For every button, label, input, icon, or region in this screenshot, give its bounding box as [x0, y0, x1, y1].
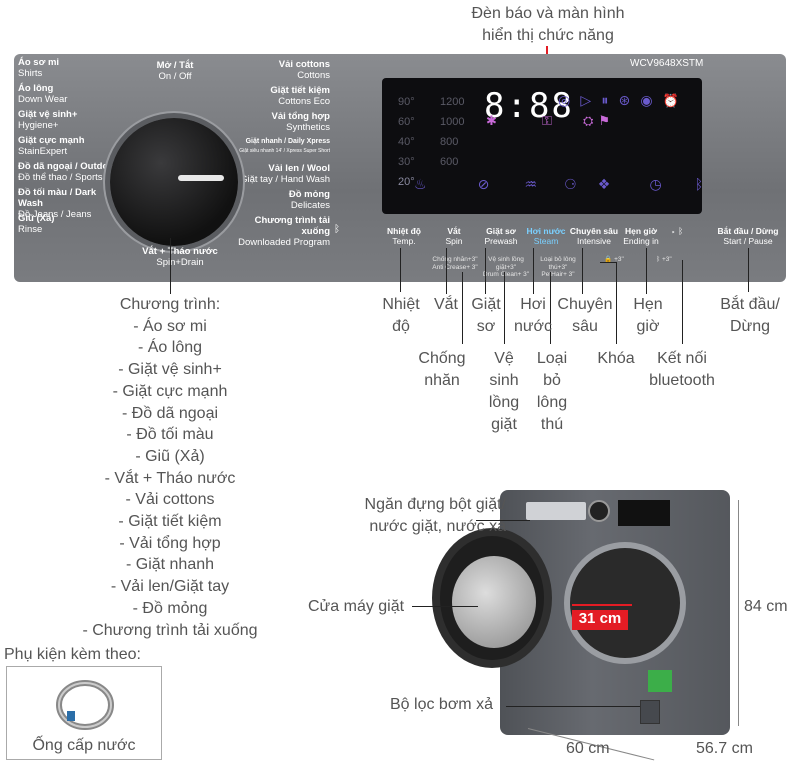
callout-start: Bắt đầu/ Dừng — [720, 296, 780, 335]
display-icons-mid: ✱ ⚿ ⛭ ⚑ — [486, 110, 610, 129]
pointer-bluetooth — [682, 260, 683, 344]
callout-drumclean: Vệ sinh lồng giặt — [488, 350, 520, 433]
wash-icon: ♒ — [524, 177, 538, 193]
pointer-programs — [170, 238, 171, 294]
pointer-start — [748, 248, 749, 292]
energy-label — [648, 670, 672, 692]
width-label: 60 cm — [566, 740, 610, 757]
height-label: 84 cm — [744, 598, 788, 615]
display-icons-top: ◎ ▷ ⏸ ⊛ ◉ ⏰ — [558, 90, 679, 109]
steam-icon: ◎ — [558, 93, 571, 109]
bluetooth-button[interactable]: ▸ ᛒ — [670, 226, 684, 236]
drop-icon: ✱ — [486, 114, 497, 129]
pointer-door — [412, 606, 478, 607]
height-dimension-line — [738, 500, 739, 726]
program-list: Chương trình: - Áo sơ mi- Áo lông- Giặt … — [60, 294, 280, 641]
pointer-temp — [400, 248, 401, 292]
bluetooth-icon: ᛒ — [334, 224, 340, 235]
callout-intensive: Chuyên sâu — [557, 296, 613, 335]
drum-icon: ⊛ — [618, 93, 631, 109]
temperature-scale: 90°60°40°30°20° — [398, 96, 415, 188]
run-icon: ⚑ — [598, 114, 611, 129]
pointer-prewash — [485, 248, 486, 294]
door-glass — [452, 556, 536, 648]
callout-prewash: Giặt sơ — [471, 296, 501, 335]
display-icons-bottom: ♨ ⊘ ♒ ⚆ ❖ ◷ ᛒ — [414, 174, 703, 193]
lock-icon: ⚿ — [542, 114, 552, 129]
detergent-drawer — [526, 502, 586, 520]
model-number: WCV9648XSTM — [630, 58, 704, 69]
play-icon: ▷ — [580, 93, 592, 109]
label-filter: Bộ lọc bơm xả — [390, 696, 493, 713]
accessory-name: Ống cấp nước — [32, 737, 136, 754]
pointer-filter — [506, 706, 640, 707]
program-list-title: Chương trình: — [119, 296, 221, 313]
shirt-icon: ♨ — [414, 177, 427, 193]
callout-ending: Hẹn giờ — [633, 296, 663, 335]
tshirt-icon: ⛭ — [583, 114, 594, 129]
pointer-intensive — [582, 248, 583, 294]
lock-sub-icon: 🔒 +3" — [604, 256, 624, 263]
callout-bluetooth: Kết nối bluetooth — [649, 350, 715, 389]
pointer-lock-h — [600, 262, 616, 263]
program-dial-indicator — [178, 175, 224, 181]
callout-lock: Khóa — [597, 350, 635, 367]
accessories-title: Phụ kiện kèm theo: — [4, 646, 141, 663]
label-door: Cửa máy giặt — [308, 598, 405, 615]
pointer-pethair — [550, 272, 551, 344]
bluetooth-display-icon: ᛒ — [694, 177, 704, 193]
door-size-badge: 31 cm — [572, 610, 628, 630]
door-size-arrow — [572, 604, 632, 606]
label-drawer: Ngăn đựng bột giặt/nước giặt, nước xả — [364, 496, 506, 535]
display-caption: Đèn báo và màn hình hiển thị chức năng — [471, 5, 625, 44]
spiral-icon: ◉ — [640, 93, 653, 109]
pointer-drumclean — [504, 272, 505, 344]
pointer-lock — [616, 262, 617, 344]
alarm-icon: ⏰ — [662, 94, 679, 109]
drum-opening — [564, 542, 686, 664]
clock-icon: ◷ — [649, 177, 662, 193]
clothes-icon: ❖ — [597, 177, 611, 193]
bluetooth-sub-icon: ᛒ +3" — [656, 256, 672, 263]
mini-display — [618, 500, 670, 526]
callout-spin: Vắt — [433, 296, 458, 313]
pointer-steam — [533, 248, 534, 294]
pointer-drawer — [476, 520, 530, 521]
callout-temp: Nhiệt độ — [382, 296, 420, 335]
hose-icon — [56, 680, 114, 730]
pointer-anticrease — [462, 272, 463, 344]
basin-icon: ⊘ — [477, 177, 490, 193]
pause-icon: ⏸ — [601, 93, 609, 109]
pointer-spin — [446, 248, 447, 294]
mini-dial — [588, 500, 610, 522]
display-screen — [382, 78, 702, 214]
pointer-ending — [646, 248, 647, 294]
filter-cover — [640, 700, 660, 724]
callout-pethair: Loại bỏ lông thú — [536, 350, 568, 433]
depth-label: 56.7 cm — [696, 740, 753, 757]
sub-button-row: Chống nhăn+3"Anti Crease+ 3" Vệ sinh lồn… — [430, 256, 690, 279]
time-display: 8:88 — [484, 86, 574, 126]
pet-icon: ⚆ — [564, 177, 577, 193]
callout-steam: Hơi nước — [513, 296, 553, 335]
accessory-box: Ống cấp nước — [6, 666, 162, 760]
callout-anticrease: Chống nhăn — [418, 350, 466, 389]
program-dial[interactable] — [110, 118, 238, 246]
